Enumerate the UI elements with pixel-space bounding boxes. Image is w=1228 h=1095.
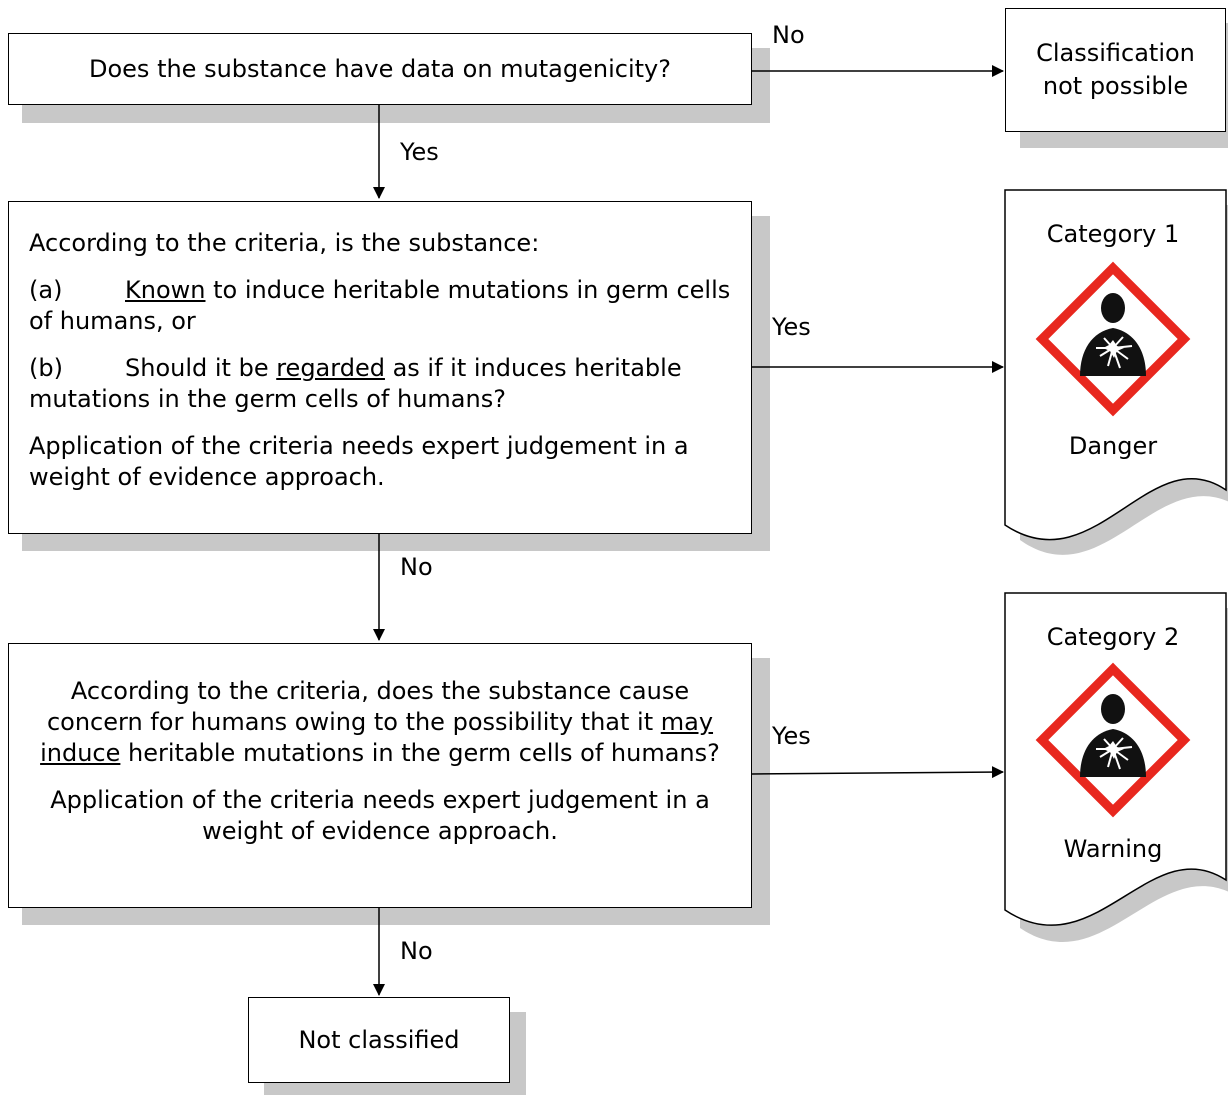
question-2-intro: According to the criteria, is the substa… [29, 229, 540, 257]
question-2-option-b: (b)Should it be regarded as if it induce… [29, 354, 682, 413]
arrow-q3-yes [751, 766, 1004, 779]
label-q3-no: No [400, 937, 433, 965]
label-q2-no: No [400, 553, 433, 581]
question-2-option-a: (a)Known to induce heritable mutations i… [29, 276, 731, 335]
classification-not-possible-text: Classification not possible [1036, 39, 1195, 100]
category-1-title: Category 1 [1046, 220, 1180, 248]
question-1-box: Does the substance have data on mutageni… [8, 33, 752, 105]
question-3-note: Application of the criteria needs expert… [50, 786, 710, 845]
question-3-text: According to the criteria, does the subs… [40, 677, 720, 767]
label-q1-no: No [772, 21, 805, 49]
question-3-box: According to the criteria, does the subs… [8, 643, 752, 908]
question-2-box: According to the criteria, is the substa… [8, 201, 752, 534]
not-classified-text: Not classified [298, 1025, 460, 1054]
question-2-note: Application of the criteria needs expert… [29, 432, 689, 491]
category-1-signal-word: Danger [1068, 432, 1158, 460]
label-q1-yes: Yes [400, 138, 439, 166]
not-classified-box: Not classified [248, 997, 510, 1083]
label-q3-yes: Yes [772, 722, 811, 750]
category-2-title: Category 2 [1046, 623, 1180, 651]
category-2-signal-word: Warning [1063, 835, 1163, 863]
label-q2-yes: Yes [772, 313, 811, 341]
classification-not-possible-box: Classification not possible [1005, 8, 1226, 132]
question-1-text: Does the substance have data on mutageni… [89, 54, 671, 83]
